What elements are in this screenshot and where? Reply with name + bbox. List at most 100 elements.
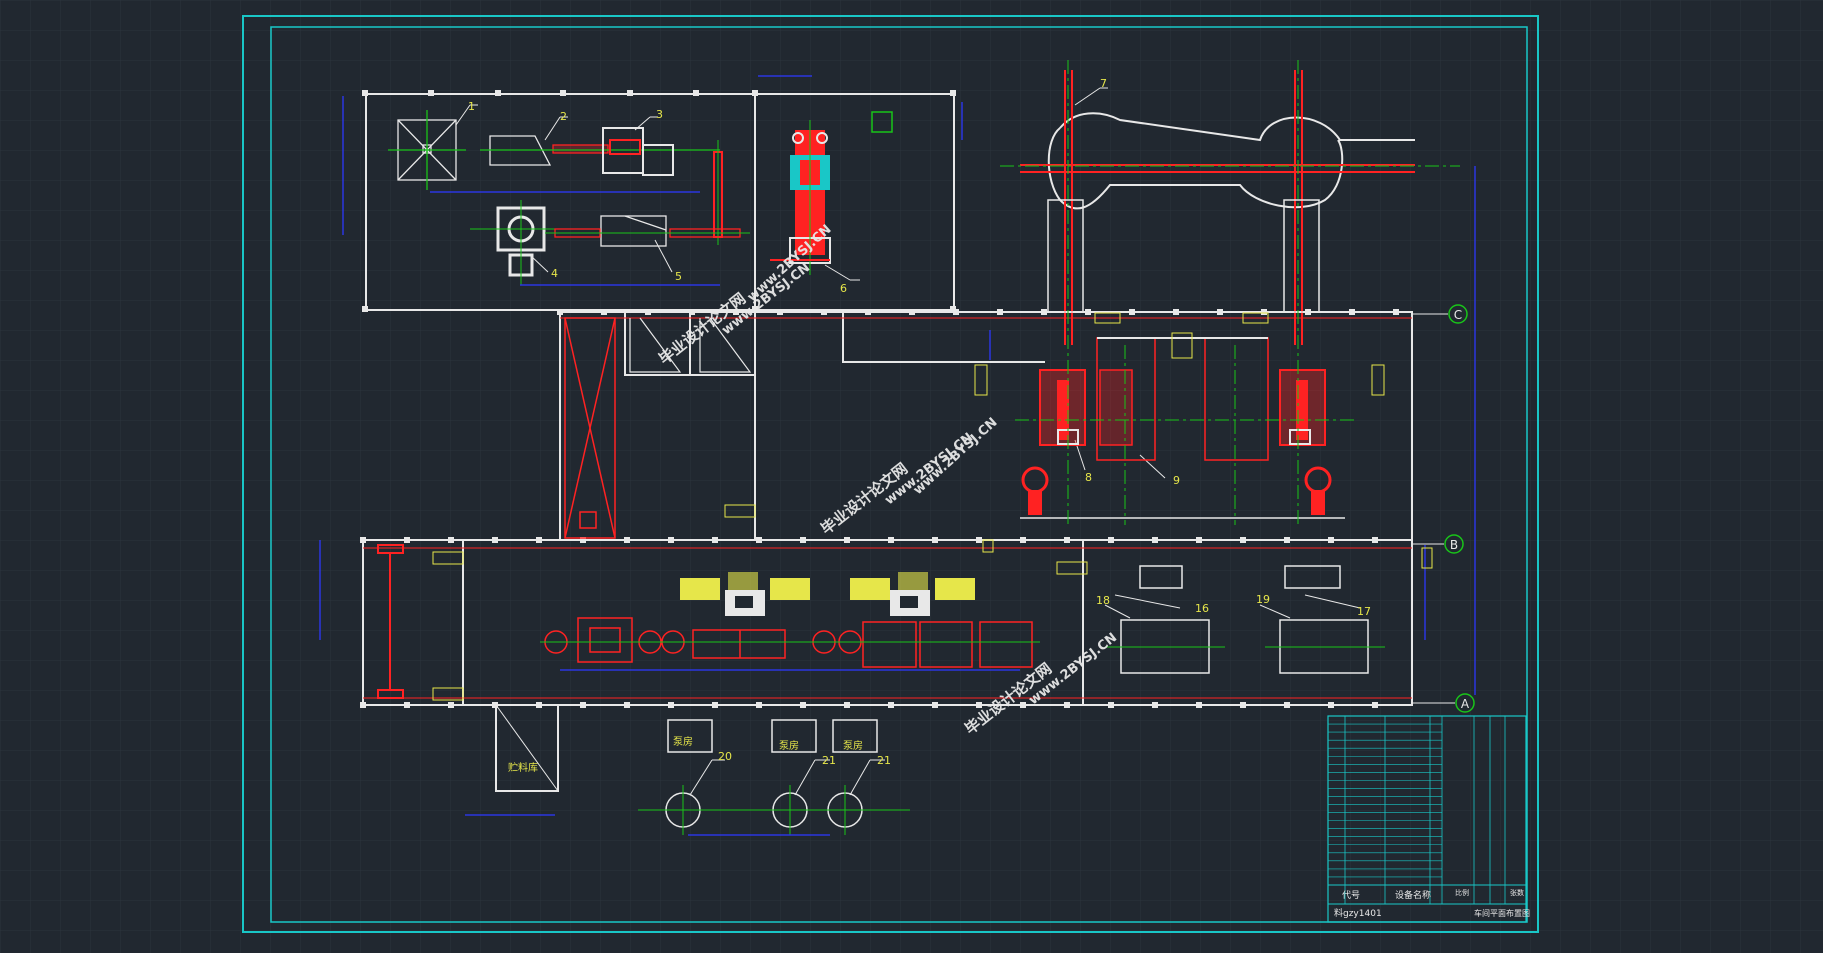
wall-column bbox=[888, 537, 894, 543]
axis-a-label: A bbox=[1461, 697, 1470, 711]
wall-column bbox=[1328, 702, 1334, 708]
equipment-1 bbox=[388, 110, 466, 190]
wall-column bbox=[360, 537, 366, 543]
room-labels: 泵房 泵房 泵房 贮料库 bbox=[508, 735, 863, 774]
wall-column bbox=[1393, 309, 1399, 315]
equip-label-21b: 21 bbox=[877, 754, 891, 767]
inner-frame bbox=[270, 26, 1528, 923]
ring-conveyor-red bbox=[1020, 70, 1415, 345]
wall-column bbox=[1284, 702, 1290, 708]
equipment-numbers: 1 2 3 4 5 6 7 8 9 16 17 18 19 20 21 21 bbox=[468, 77, 1371, 767]
wall-column bbox=[777, 309, 783, 315]
title-block: 代号 设备名称 比例 张数 料gzy1401 车间平面布置图 bbox=[1327, 715, 1530, 923]
wall-column bbox=[976, 702, 982, 708]
wall-column bbox=[536, 537, 542, 543]
title-block-drawing-no: 料gzy1401 bbox=[1334, 907, 1382, 919]
pump-room-label-3: 泵房 bbox=[843, 739, 863, 752]
wall-column bbox=[953, 309, 959, 315]
wall-column bbox=[756, 702, 762, 708]
wall-column bbox=[865, 309, 871, 315]
wall-column bbox=[1152, 537, 1158, 543]
equipment-4 bbox=[470, 200, 560, 285]
wall-column bbox=[800, 537, 806, 543]
wall-column bbox=[580, 702, 586, 708]
equip-label-9: 9 bbox=[1173, 474, 1180, 487]
wall-column bbox=[844, 537, 850, 543]
wall-column bbox=[821, 309, 827, 315]
wall-column bbox=[1129, 309, 1135, 315]
axis-b-label: B bbox=[1450, 538, 1458, 552]
equip-label-21a: 21 bbox=[822, 754, 836, 767]
equip-label-2: 2 bbox=[560, 110, 567, 123]
equipment-3 bbox=[602, 127, 674, 176]
wall-column bbox=[733, 309, 739, 315]
wall-column bbox=[1020, 702, 1026, 708]
wall-column bbox=[1064, 537, 1070, 543]
wall-column bbox=[1173, 309, 1179, 315]
wall-column bbox=[1041, 309, 1047, 315]
wall-column bbox=[668, 702, 674, 708]
wall-column bbox=[645, 309, 651, 315]
wall-column bbox=[1196, 702, 1202, 708]
wall-column bbox=[1152, 702, 1158, 708]
wall-column bbox=[932, 702, 938, 708]
equip-label-8: 8 bbox=[1085, 471, 1092, 484]
equip-label-3: 3 bbox=[656, 108, 663, 121]
equip-label-18: 18 bbox=[1096, 594, 1110, 607]
wall-column bbox=[844, 702, 850, 708]
wall-column bbox=[689, 309, 695, 315]
top-left-rooms bbox=[365, 93, 955, 311]
equip-label-16: 16 bbox=[1195, 602, 1209, 615]
wall-column bbox=[1261, 309, 1267, 315]
equip-label-20: 20 bbox=[718, 750, 732, 763]
storage-room-label: 贮料库 bbox=[508, 761, 538, 774]
left-end-unit bbox=[377, 544, 404, 699]
dimension-lines bbox=[319, 75, 1476, 836]
main-columns bbox=[360, 309, 1399, 708]
bottom-line-equipment bbox=[540, 617, 1040, 668]
storage-room-diagonal bbox=[495, 704, 559, 792]
equip-label-6: 6 bbox=[840, 282, 847, 295]
wall-column bbox=[1217, 309, 1223, 315]
axis-c-label: C bbox=[1454, 308, 1462, 322]
wall-column bbox=[756, 537, 762, 543]
wall-column bbox=[557, 309, 563, 315]
wall-column bbox=[536, 702, 542, 708]
wall-column bbox=[404, 702, 410, 708]
title-block-name-header: 设备名称 bbox=[1395, 889, 1431, 901]
bottom-line-presses bbox=[680, 572, 975, 616]
pump-rooms bbox=[638, 719, 910, 835]
wall-column bbox=[997, 309, 1003, 315]
wall-column bbox=[800, 702, 806, 708]
axis-b: B bbox=[1412, 534, 1464, 554]
wall-column bbox=[601, 309, 607, 315]
left-storage bbox=[564, 317, 616, 539]
wall-column bbox=[1240, 537, 1246, 543]
title-block-title: 车间平面布置图 bbox=[1474, 908, 1530, 918]
wall-column bbox=[1349, 309, 1355, 315]
left-hoppers bbox=[629, 317, 752, 373]
wall-column bbox=[712, 537, 718, 543]
equip-label-1: 1 bbox=[468, 100, 475, 113]
wall-column bbox=[404, 537, 410, 543]
wall-column bbox=[580, 537, 586, 543]
wall-column bbox=[1020, 537, 1026, 543]
wall-column bbox=[976, 537, 982, 543]
wall-column bbox=[1284, 537, 1290, 543]
equipment-5 bbox=[545, 215, 750, 247]
outer-frame bbox=[242, 15, 1539, 933]
wall-column bbox=[909, 309, 915, 315]
equipment-8-right bbox=[1279, 369, 1332, 515]
wall-column bbox=[1372, 702, 1378, 708]
wall-column bbox=[448, 537, 454, 543]
wall-column bbox=[1064, 702, 1070, 708]
main-wall-red-lines bbox=[363, 317, 1412, 699]
equipment-2 bbox=[480, 135, 720, 166]
wall-column bbox=[492, 537, 498, 543]
wall-column bbox=[1328, 537, 1334, 543]
equipment-16-19 bbox=[1105, 565, 1385, 674]
centerlines bbox=[1000, 60, 1460, 525]
equip-label-5: 5 bbox=[675, 270, 682, 283]
